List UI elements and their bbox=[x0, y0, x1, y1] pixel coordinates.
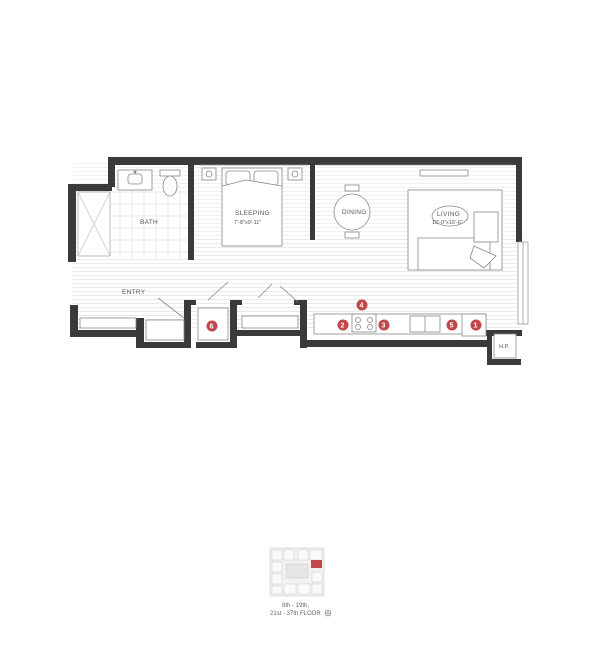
marker-4: 4 bbox=[356, 299, 368, 311]
svg-text:2: 2 bbox=[341, 323, 345, 330]
closets bbox=[79, 281, 299, 341]
hp-closet bbox=[493, 333, 517, 359]
room-label-dining: DINING bbox=[342, 209, 367, 216]
marker-2: 2 bbox=[337, 319, 349, 331]
dining-table bbox=[333, 184, 371, 239]
walls bbox=[68, 157, 522, 365]
marker-5: 5 bbox=[446, 319, 458, 331]
key-plan-highlight-unit bbox=[311, 560, 322, 568]
marker-3: 3 bbox=[378, 319, 390, 331]
toilet-bowl bbox=[162, 175, 178, 197]
bathroom-fixtures bbox=[117, 169, 181, 197]
room-label-hp: H.P. bbox=[499, 344, 509, 350]
room-label-entry: ENTRY bbox=[122, 289, 146, 296]
svg-text:1: 1 bbox=[474, 323, 478, 330]
bath-tile-floor bbox=[110, 190, 188, 258]
bed bbox=[201, 167, 303, 247]
toilet-tank bbox=[159, 169, 181, 177]
marker-1: 1 bbox=[470, 319, 482, 331]
room-dim-sleeping: 7'-8"x9'-11" bbox=[234, 220, 261, 226]
key-plan-floors-line2: 21st - 37th FLOOR bbox=[270, 611, 321, 617]
svg-text:4: 4 bbox=[360, 303, 364, 310]
accessibility-icon bbox=[324, 609, 332, 617]
windows bbox=[200, 164, 529, 325]
kitchen-counter bbox=[313, 313, 487, 337]
key-plan bbox=[269, 547, 325, 597]
living-furniture bbox=[407, 169, 503, 271]
svg-text:5: 5 bbox=[450, 323, 454, 330]
key-plan-floors-line1: 8th - 19th, bbox=[282, 603, 309, 609]
room-label-living: LIVING bbox=[437, 211, 460, 218]
room-label-bath: BATH bbox=[140, 219, 158, 226]
room-label-sleeping: SLEEPING bbox=[235, 210, 270, 217]
room-dim-living: 12'-0"x16'-6" bbox=[432, 220, 463, 226]
marker-6: 6 bbox=[206, 320, 218, 332]
svg-text:6: 6 bbox=[210, 324, 214, 331]
svg-text:3: 3 bbox=[382, 323, 386, 330]
